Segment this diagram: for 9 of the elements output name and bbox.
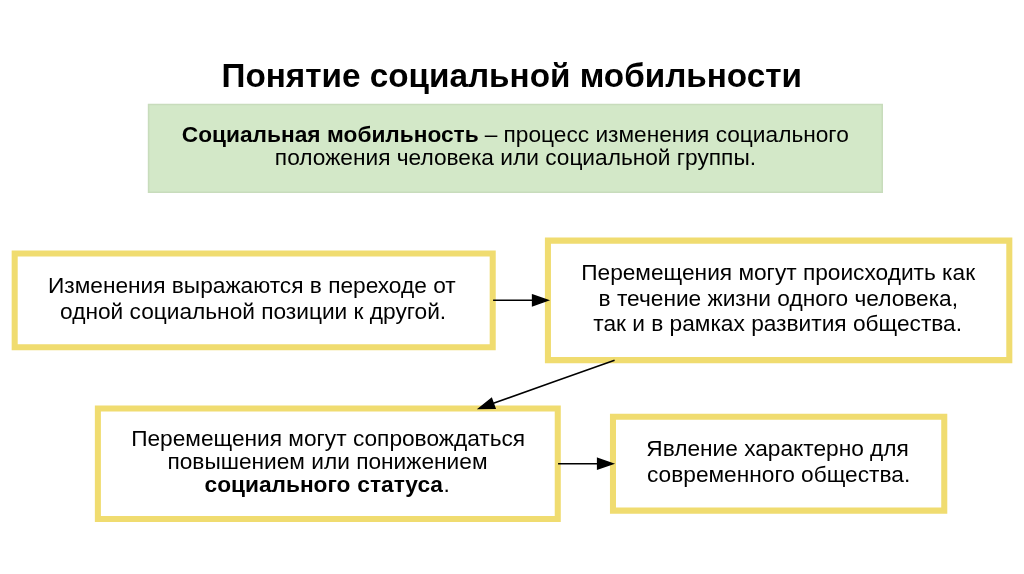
arrow	[557, 456, 616, 470]
arrow	[476, 358, 616, 409]
arrow	[492, 293, 551, 307]
node-box: Изменения выражаются в переходе от одной социальной позиции к другой.	[11, 249, 496, 350]
diagram-title: Понятие социальной мобильности	[221, 56, 802, 94]
node-box: Явление характерно для современного общества.	[609, 413, 948, 514]
node-box: Перемещения могут сопровождаться повышением или понижением социального статуса.	[94, 405, 561, 522]
node-box: Социальная мобильность – процесс изменения социального положения человека или социальной группы.	[147, 103, 883, 193]
node-box: Перемещения могут происходить как в течение жизни одного человека, так и в рамках развития общества.	[544, 237, 1013, 363]
